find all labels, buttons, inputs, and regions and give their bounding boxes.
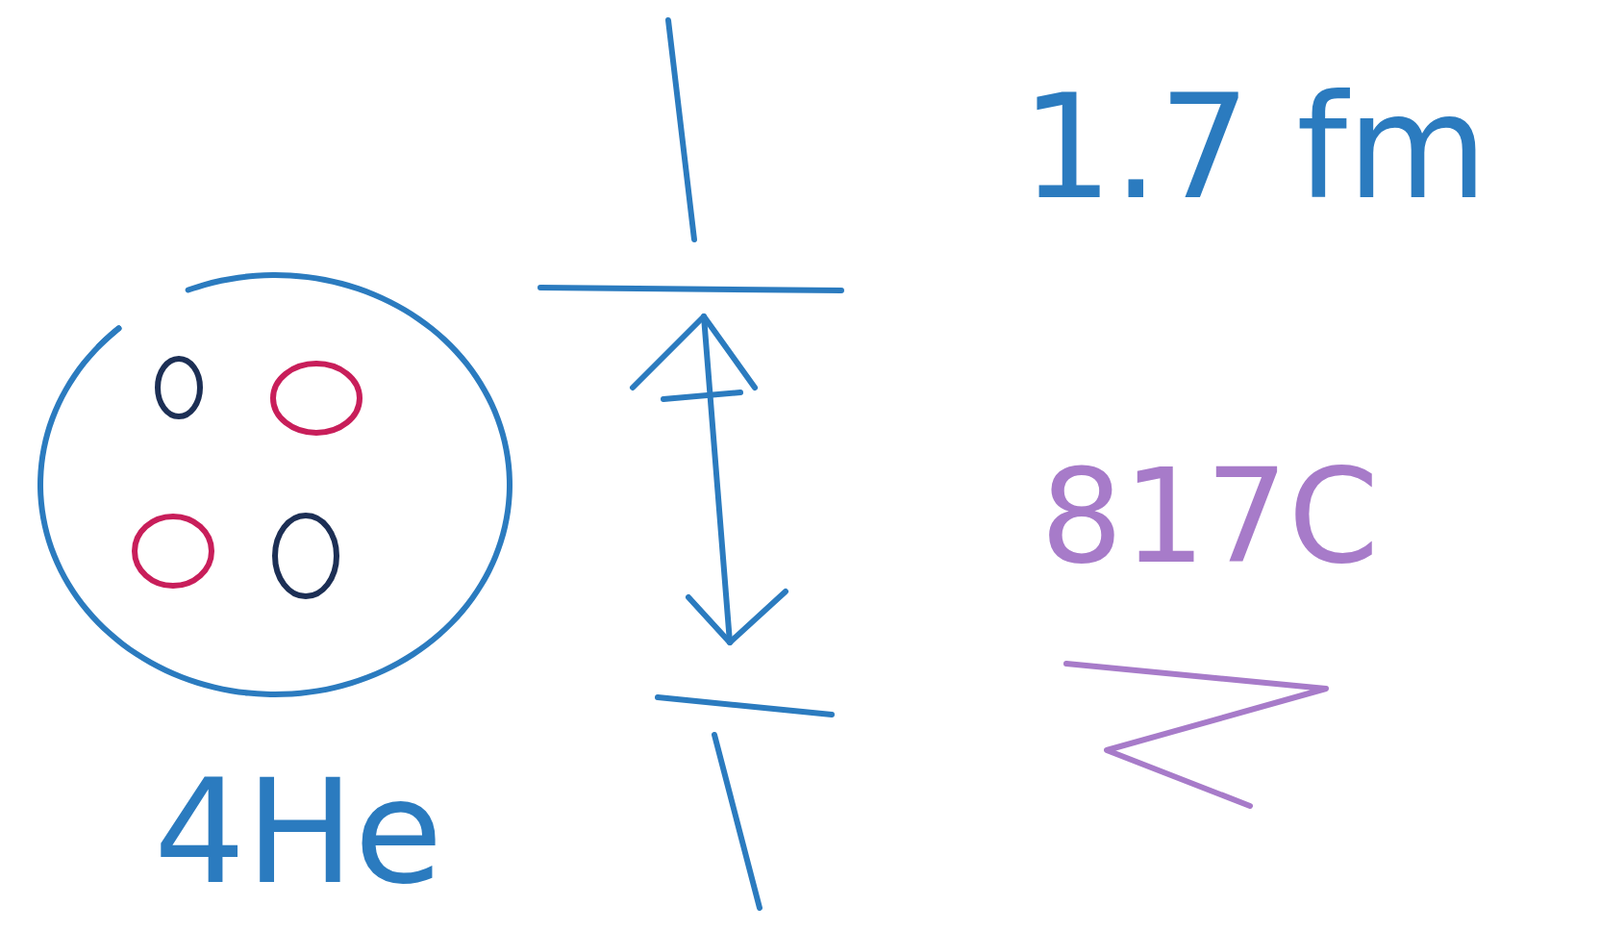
extension-line [714, 734, 760, 908]
nucleus-border [40, 275, 510, 695]
arrow-head [688, 591, 786, 643]
nucleus-border [99, 327, 120, 347]
limit-line [657, 697, 832, 715]
dimension-arrow [703, 316, 730, 643]
limit-line [540, 287, 842, 291]
nucleus-circle: 4He [28, 259, 549, 914]
extension-line [668, 20, 695, 240]
nucleus-label: 4He [153, 759, 444, 904]
arrow-head [632, 316, 755, 400]
wave-symbol [1066, 663, 1326, 806]
nucleon-circle [134, 516, 212, 586]
dimension-label: 1.7 fm [1021, 75, 1488, 220]
nucleon-circle [273, 363, 360, 433]
nucleon-circle [157, 358, 200, 417]
nucleon-circle [275, 515, 337, 597]
note-label: 817C [1040, 451, 1379, 582]
